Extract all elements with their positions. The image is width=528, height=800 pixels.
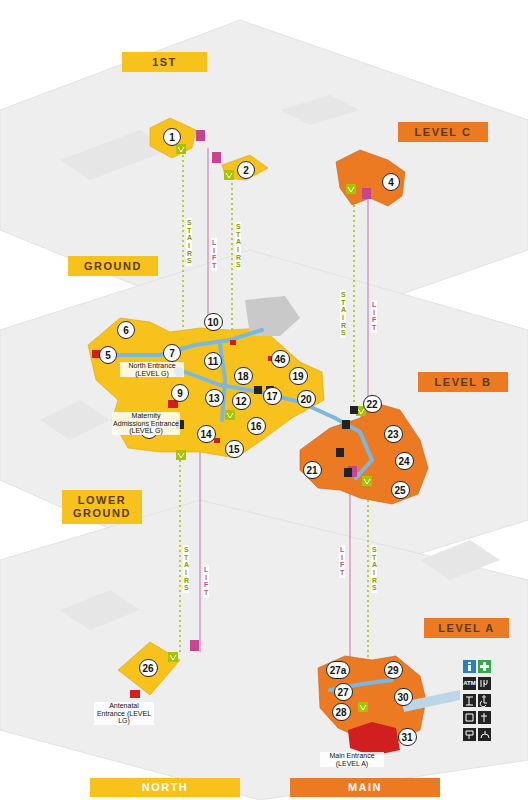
lift-label: LIFT	[211, 238, 217, 271]
lift-label: LIFT	[203, 565, 209, 598]
callout-circle: 30	[394, 688, 413, 706]
stairs-label: STAIRS	[186, 218, 192, 266]
lift-label: LIFT	[371, 300, 377, 333]
callout-number: 17	[266, 391, 277, 402]
callout-circle: 22	[363, 395, 382, 413]
floor-tag: LOWER GROUND	[62, 490, 142, 524]
floor-label: LEVEL B	[435, 376, 492, 389]
callout-circle: 29	[384, 661, 403, 679]
floor-tag: LEVEL A	[424, 618, 509, 638]
callout-number: 20	[300, 394, 311, 405]
legend-icon-text: ATM	[463, 680, 476, 686]
callout-number: 28	[335, 707, 346, 718]
entrance-label: Antenatal Entrance (LEVEL LG)	[94, 702, 154, 725]
stairs-label: STAIRS	[340, 290, 346, 338]
callout-number: 15	[228, 444, 239, 455]
callout-circle: 27	[334, 683, 353, 701]
callout-number: 13	[208, 393, 219, 404]
callout-circle: 6	[117, 321, 135, 339]
section-bar: MAIN	[290, 778, 440, 797]
callout-circle: 17	[263, 387, 282, 405]
callout-circle: 24	[395, 452, 414, 470]
callout-number: 26	[142, 663, 153, 674]
entrance-label: Main Entrance (LEVEL A)	[320, 752, 384, 767]
callout-circle: 25	[391, 481, 410, 499]
section-bar: NORTH	[90, 778, 240, 797]
floor-label: LEVEL C	[415, 126, 472, 139]
callout-number: 12	[235, 396, 246, 407]
callout-circle: 7	[163, 344, 181, 362]
callout-circle: 21	[303, 461, 322, 479]
callout-circle: 27a	[326, 661, 350, 679]
callout-number: 27a	[330, 665, 347, 676]
callout-number: 19	[292, 371, 303, 382]
callout-circle: 13	[205, 389, 224, 407]
callout-circle: 23	[384, 425, 403, 443]
entrance-label: North Entrance (LEVEL G)	[120, 362, 184, 377]
callout-circle: 9	[171, 384, 189, 402]
callout-number: 5	[105, 350, 111, 361]
callout-circle: 18	[234, 367, 253, 385]
callout-circle: 31	[398, 728, 417, 746]
callout-circle: 11	[204, 352, 222, 370]
floor-label: GROUND	[84, 260, 142, 273]
floor-label: 1ST	[152, 56, 177, 69]
callout-number: 25	[394, 485, 405, 496]
callout-number: 18	[237, 371, 248, 382]
callout-number: 31	[401, 732, 412, 743]
callout-number: 16	[250, 421, 261, 432]
callout-number: 7	[169, 348, 175, 359]
callout-circle: 14	[197, 425, 216, 443]
floor-label: LOWER GROUND	[68, 494, 136, 519]
callout-circle: 4	[382, 173, 400, 191]
stairs-label: STAIRS	[235, 222, 241, 270]
floor-tag: LEVEL C	[398, 122, 488, 142]
callout-number: 22	[366, 399, 377, 410]
floor-label: LEVEL A	[438, 622, 494, 635]
floor-label: MAIN	[348, 781, 382, 794]
stairs-label: STAIRS	[371, 545, 377, 593]
callout-number: 27	[337, 687, 348, 698]
callout-number: 6	[123, 325, 129, 336]
lift-label: LIFT	[339, 545, 345, 578]
callout-circle: 1	[163, 128, 181, 146]
stairs-label: STAIRS	[183, 545, 189, 593]
callout-circle: 46	[271, 350, 290, 368]
floor-label: NORTH	[142, 781, 189, 794]
callout-circle: 5	[99, 346, 117, 364]
callout-number: 1	[169, 132, 175, 143]
callout-number: 14	[200, 429, 211, 440]
floor-tag: LEVEL B	[418, 372, 508, 392]
callout-number: 10	[207, 317, 218, 328]
callout-number: 23	[387, 429, 398, 440]
callout-number: 2	[243, 165, 249, 176]
callout-circle: 15	[225, 440, 244, 458]
callout-number: 9	[177, 388, 183, 399]
callout-circle: 19	[289, 367, 308, 385]
callout-circle: 26	[139, 659, 158, 677]
callout-number: 11	[208, 356, 219, 367]
callout-number: 24	[398, 456, 409, 467]
callout-circle: 12	[232, 392, 251, 410]
entrance-label: Maternity Admissions Entrance (LEVEL G)	[112, 412, 180, 435]
callout-circle: 28	[332, 703, 351, 721]
callout-number: 21	[306, 465, 317, 476]
callout-circle: 10	[204, 313, 223, 331]
callout-circle: 20	[297, 390, 316, 408]
callout-number: 46	[274, 354, 285, 365]
callout-circle: 16	[247, 417, 266, 435]
callout-number: 29	[387, 665, 398, 676]
callout-circle: 2	[237, 161, 255, 179]
floor-tag: GROUND	[68, 256, 158, 276]
callout-number: 30	[397, 692, 408, 703]
floor-tag: 1ST	[122, 52, 207, 72]
callout-number: 4	[388, 177, 394, 188]
